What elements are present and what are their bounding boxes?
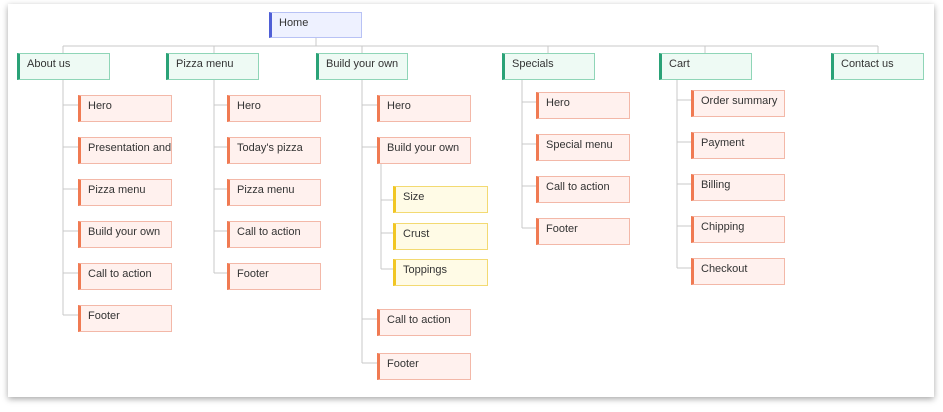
node-build-toppings[interactable]: Toppings (393, 259, 488, 286)
node-build-crust[interactable]: Crust (393, 223, 488, 250)
connector (62, 46, 879, 53)
sitemap-canvas: Home About us Pizza menu Build your own … (8, 4, 934, 397)
node-cart-payment[interactable]: Payment (691, 132, 785, 159)
node-build-your-own[interactable]: Build your own (316, 53, 408, 80)
node-about-us[interactable]: About us (17, 53, 110, 80)
node-pizza-hero[interactable]: Hero (227, 95, 321, 122)
node-contact-us[interactable]: Contact us (831, 53, 924, 80)
node-build-call-to-action[interactable]: Call to action (377, 309, 471, 336)
node-specials-hero[interactable]: Hero (536, 92, 630, 119)
node-build-size[interactable]: Size (393, 186, 488, 213)
connector (677, 99, 691, 269)
node-pizza-todays-pizza[interactable]: Today's pizza (227, 137, 321, 164)
node-pizza-menu[interactable]: Pizza menu (166, 53, 259, 80)
node-cart-chipping[interactable]: Chipping (691, 216, 785, 243)
node-cart-checkout[interactable]: Checkout (691, 258, 785, 285)
connector (362, 104, 377, 364)
node-about-presentation[interactable]: Presentation and (78, 137, 172, 164)
node-build-hero[interactable]: Hero (377, 95, 471, 122)
node-cart-order-summary[interactable]: Order summary (691, 90, 785, 117)
node-about-build-your-own[interactable]: Build your own (78, 221, 172, 248)
node-pizza-footer[interactable]: Footer (227, 263, 321, 290)
node-specials-special-menu[interactable]: Special menu (536, 134, 630, 161)
node-home[interactable]: Home (269, 12, 362, 38)
node-cart[interactable]: Cart (659, 53, 752, 80)
node-specials-call-to-action[interactable]: Call to action (536, 176, 630, 203)
node-pizza-pizza-menu[interactable]: Pizza menu (227, 179, 321, 206)
connector (214, 104, 227, 274)
connector-lines (62, 38, 879, 364)
node-build-footer[interactable]: Footer (377, 353, 471, 380)
node-specials-footer[interactable]: Footer (536, 218, 630, 245)
node-about-pizza-menu[interactable]: Pizza menu (78, 179, 172, 206)
node-cart-billing[interactable]: Billing (691, 174, 785, 201)
node-about-hero[interactable]: Hero (78, 95, 172, 122)
connector (522, 101, 536, 229)
node-about-footer[interactable]: Footer (78, 305, 172, 332)
connector (63, 104, 78, 316)
node-about-call-to-action[interactable]: Call to action (78, 263, 172, 290)
node-pizza-call-to-action[interactable]: Call to action (227, 221, 321, 248)
connector (381, 199, 393, 270)
node-build-build-your-own[interactable]: Build your own (377, 137, 471, 164)
node-specials[interactable]: Specials (502, 53, 595, 80)
